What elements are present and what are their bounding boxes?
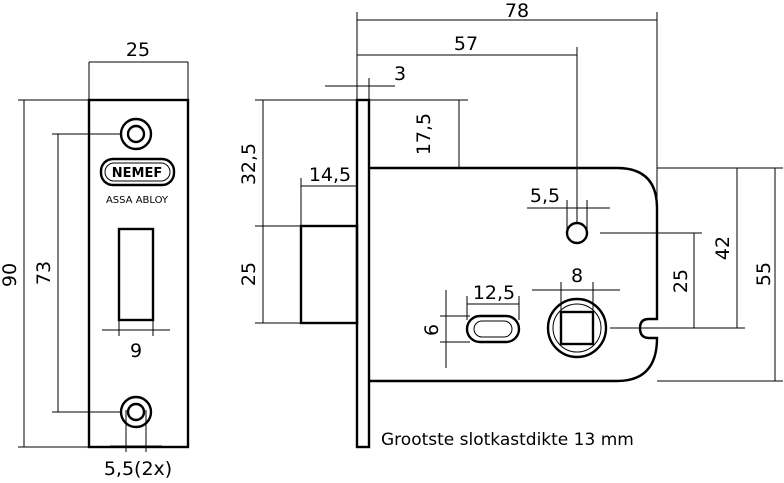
dim-spindle-to-hole: 25 [600,232,702,329]
svg-text:55: 55 [753,262,775,286]
svg-text:8: 8 [571,265,583,287]
dim-bolt-height: 25 [238,226,301,324]
svg-text:6: 6 [421,324,443,336]
svg-text:78: 78 [505,0,529,22]
dim-plate-width: 25 [88,39,189,100]
dim-spindle: 8 [532,265,620,312]
top-screw-hole [119,117,153,151]
front-plate-view: NEMEF ASSA ABLOY 25 90 73 [0,39,190,480]
svg-text:42: 42 [712,236,734,260]
dim-plate-thickness: 3 [325,63,406,100]
side-plate [355,98,371,449]
spindle-hub [546,297,608,359]
svg-text:5,5(2x): 5,5(2x) [104,458,172,480]
svg-text:57: 57 [454,33,478,55]
brand-name: NEMEF [112,166,162,181]
svg-text:17,5: 17,5 [413,113,435,155]
slot [465,314,521,344]
fixing-hole [565,221,589,245]
svg-text:12,5: 12,5 [473,282,515,304]
lock-case-outline [369,166,659,383]
latch-bolt [299,224,359,325]
svg-text:25: 25 [238,262,260,286]
dim-hole-spacing: 73 [33,133,120,413]
dim-bolt-projection: 14,5 [300,164,357,226]
brand-sub: ASSA ABLOY [106,195,169,206]
svg-text:32,5: 32,5 [238,143,260,185]
dim-hole-to-bottom: 42 [657,167,745,329]
dim-hole-diameter: 5,5 [527,185,610,230]
svg-text:14,5: 14,5 [309,164,351,186]
dim-hole-size: 5,5(2x) [104,410,172,480]
side-view: 78 57 3 17,5 32,5 [238,0,783,450]
svg-text:25: 25 [126,39,150,61]
dim-top-offset: 17,5 [369,99,468,168]
dim-slot-length: 12,5 [466,282,520,320]
dim-center-distance: 57 [357,33,578,222]
dim-latch-width: 9 [102,320,170,362]
front-plate-outline [87,98,190,449]
svg-text:9: 9 [130,340,142,362]
dim-bolt-top: 32,5 [238,99,357,227]
dim-plate-height: 90 [0,99,89,448]
svg-text:3: 3 [394,63,406,85]
bottom-screw-hole [119,395,153,429]
dim-slot-height: 6 [421,290,470,368]
latch-opening [117,227,155,322]
dim-total-length: 78 [356,0,658,200]
svg-text:73: 73 [33,261,55,285]
svg-text:5,5: 5,5 [530,185,560,207]
svg-text:90: 90 [0,263,21,287]
svg-text:25: 25 [670,269,692,293]
dim-case-height: 55 [657,167,783,382]
max-case-thickness-note: Grootste slotkastdikte 13 mm [381,430,634,450]
brand-logo: NEMEF ASSA ABLOY [99,157,176,206]
